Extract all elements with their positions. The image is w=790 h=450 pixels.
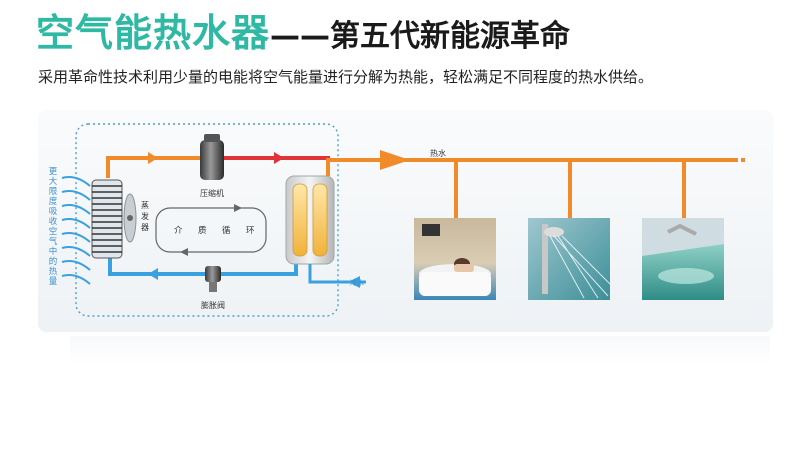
cold-water-arrow bbox=[348, 276, 360, 288]
svg-text:蒸: 蒸 bbox=[141, 200, 149, 210]
shower-photo bbox=[528, 218, 611, 300]
svg-text:器: 器 bbox=[141, 223, 149, 232]
evaporator-coil bbox=[91, 179, 123, 259]
heat-pump-diagram: 更 大 限 度 吸 收 空 气 中 的 热 量 蒸 发 器 bbox=[38, 110, 773, 332]
hot-water-arrow bbox=[380, 150, 410, 170]
medium-cycle-label: 介 质 循 环 bbox=[174, 225, 255, 236]
svg-text:更: 更 bbox=[49, 167, 58, 177]
bathtub-photo bbox=[414, 218, 496, 300]
title-main: 空气能热水器 bbox=[36, 11, 271, 55]
evaporator-label: 蒸 发 器 bbox=[141, 200, 149, 232]
cold-water-label: 冷水 bbox=[350, 278, 364, 287]
air-absorb-side-text: 更 大 限 度 吸 收 空 气 中 的 热 量 bbox=[49, 167, 58, 287]
cycle-arrow-top bbox=[234, 204, 242, 212]
compressor-label: 压缩机 bbox=[200, 188, 224, 198]
svg-text:气: 气 bbox=[49, 236, 58, 247]
hot-water-label: 热水 bbox=[430, 148, 446, 158]
compressor bbox=[200, 134, 224, 180]
title-sub: ——第五代新能源革命 bbox=[270, 19, 571, 54]
refrigerant-pipe-bottom bbox=[108, 256, 298, 276]
floor-reflection bbox=[70, 336, 770, 366]
expansion-valve bbox=[205, 266, 221, 292]
svg-text:大: 大 bbox=[49, 176, 58, 187]
svg-text:空: 空 bbox=[49, 226, 58, 237]
medium-cycle-loop bbox=[155, 207, 267, 253]
svg-text:量: 量 bbox=[49, 277, 58, 287]
svg-text:循: 循 bbox=[222, 225, 231, 236]
svg-text:介: 介 bbox=[174, 226, 183, 236]
flow-arrow-bottom bbox=[148, 268, 158, 280]
svg-text:限: 限 bbox=[49, 187, 58, 197]
cold-water-pipe bbox=[308, 264, 366, 284]
condenser-tank bbox=[285, 175, 335, 265]
svg-text:度: 度 bbox=[49, 196, 58, 207]
unit-outline bbox=[75, 123, 339, 317]
airflow-arrows bbox=[61, 176, 91, 285]
svg-text:热: 热 bbox=[49, 266, 58, 277]
flow-arrow-top bbox=[148, 152, 158, 164]
svg-text:发: 发 bbox=[141, 211, 149, 221]
svg-text:质: 质 bbox=[198, 225, 207, 236]
svg-text:收: 收 bbox=[49, 216, 58, 227]
expansion-valve-label: 膨胀阀 bbox=[201, 300, 225, 310]
refrigerant-pipe-top-left bbox=[106, 156, 200, 178]
svg-text:环: 环 bbox=[246, 226, 255, 236]
flow-arrow-red bbox=[274, 152, 284, 164]
sink-photo bbox=[642, 218, 724, 300]
fan-icon bbox=[123, 193, 137, 243]
svg-text:的: 的 bbox=[49, 256, 58, 267]
cycle-arrow-bottom bbox=[180, 248, 188, 256]
description: 采用革命性技术利用少量的电能将空气能量进行分解为热能，轻松满足不同程度的热水供给… bbox=[38, 68, 654, 86]
svg-text:中: 中 bbox=[49, 246, 58, 257]
hot-water-main-pipe bbox=[326, 158, 734, 176]
svg-text:吸: 吸 bbox=[49, 207, 58, 217]
page-title: 空气能热水器——第五代新能源革命 bbox=[36, 2, 570, 55]
